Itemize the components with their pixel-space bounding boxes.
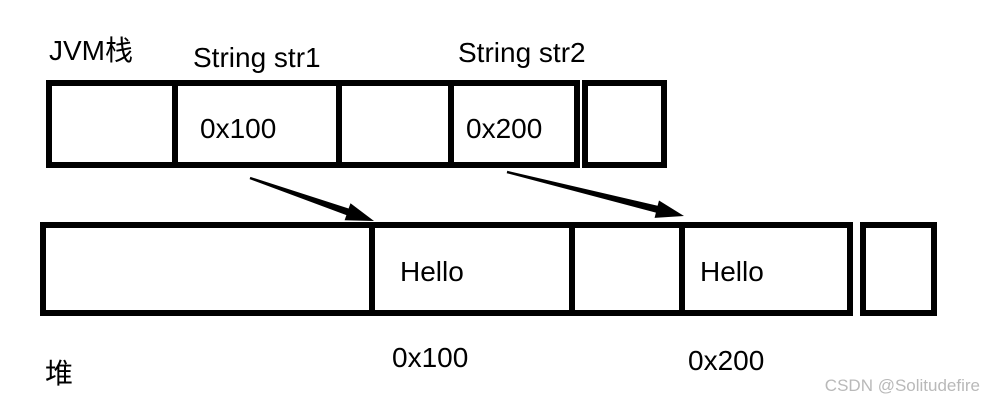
heap-row: Hello Hello	[40, 222, 853, 316]
stack-cell-str1-reference: 0x100	[178, 86, 342, 162]
heap-cell-detached-empty	[860, 222, 937, 316]
csdn-watermark: CSDN @Solitudefire	[824, 376, 980, 395]
heap-address-0x100-label: 0x100	[392, 342, 469, 373]
heap-cell-empty-1	[46, 228, 375, 310]
heap-cell-hello-0x200: Hello	[700, 256, 764, 287]
jvm-stack-label: JVM栈	[49, 35, 134, 66]
stack-cell-empty-1	[52, 86, 178, 162]
arrow-str1-to-heap-icon	[249, 176, 374, 221]
heap-address-0x200-label: 0x200	[688, 345, 765, 376]
string-str2-label: String str2	[458, 37, 586, 68]
heap-cell-hello-0x100: Hello	[375, 228, 575, 310]
stack-cell-detached-empty	[582, 80, 667, 168]
heap-cell-empty-2	[575, 228, 685, 310]
jvm-stack-row: 0x100 0x200	[46, 80, 580, 168]
stack-cell-str2-reference: 0x200	[466, 113, 543, 144]
string-str1-label: String str1	[193, 42, 321, 73]
stack-cell-empty-2	[342, 86, 454, 162]
heap-label: 堆	[45, 358, 74, 389]
arrow-str2-to-heap-icon	[506, 170, 684, 218]
